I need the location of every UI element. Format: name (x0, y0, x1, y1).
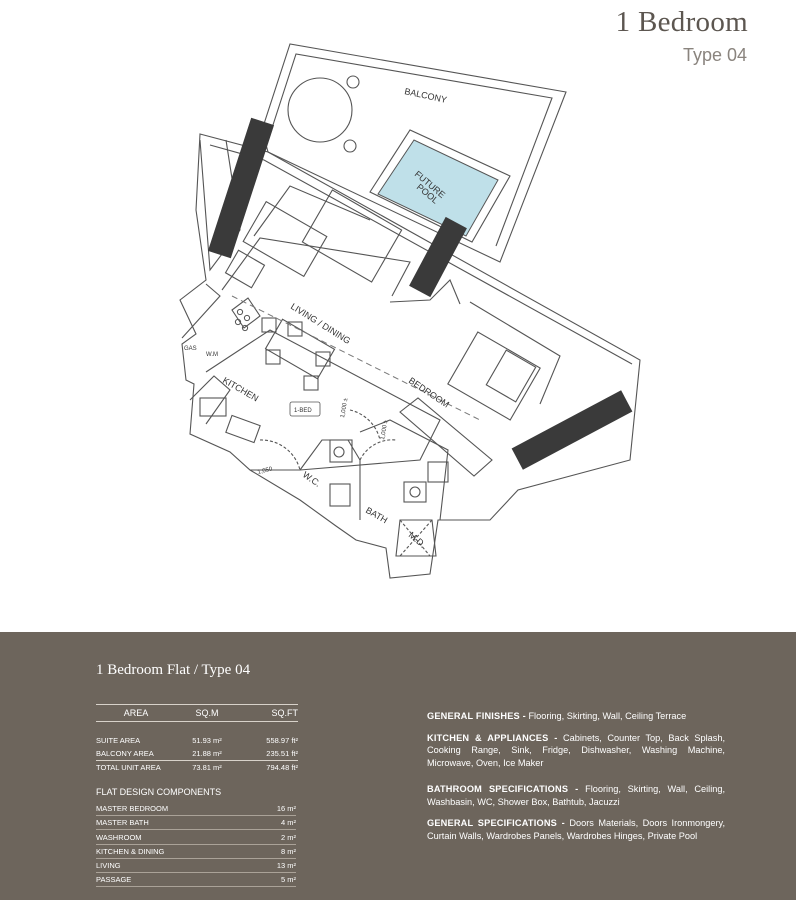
component-name: LIVING (96, 861, 121, 871)
component-name: WASHROOM (96, 832, 142, 842)
page-subtitle: Type 04 (682, 45, 747, 65)
pool (377, 139, 499, 237)
area-name: BALCONY AREA (96, 749, 154, 758)
column (409, 216, 467, 298)
label-dim-2: 1,000 ± (340, 397, 350, 418)
area-name: SUITE AREA (96, 736, 141, 745)
area-sqft: 558.97 ft² (266, 736, 298, 745)
area-sqm: 51.93 m² (192, 736, 222, 745)
component-area: 16 m² (276, 804, 296, 813)
area-sqm: 73.81 m² (192, 763, 222, 772)
table-row: MASTER BEDROOM 16 m² (96, 802, 296, 816)
label-wc: W.C. (301, 469, 323, 488)
label-bath: BATH (364, 505, 389, 525)
area-header-sqm: SQ.M (195, 708, 219, 718)
component-name: MASTER BEDROOM (96, 804, 169, 813)
label-one-bed: 1-BED (294, 408, 312, 414)
spec-text: Flooring, Skirting, Wall, Ceiling Terrac… (525, 711, 687, 721)
area-sqft: 235.51 ft² (266, 749, 298, 758)
spec-text: Doors Materials, Doors Ironmongery, Curt… (427, 818, 725, 841)
spec-general-specifications: GENERAL SPECIFICATIONS - Doors Materials… (427, 817, 725, 842)
component-name: MASTER BATH (96, 818, 149, 828)
table-row: BALCONY AREA 21.88 m² 235.51 ft² (96, 747, 298, 760)
spec-bathroom: BATHROOM SPECIFICATIONS - Flooring, Skir… (427, 783, 725, 808)
label-gas: GAS (184, 346, 197, 352)
table-row: WASHROOM 2 m² (96, 831, 296, 845)
table-row: TOTAL UNIT AREA 73.81 m² 794.48 ft² (96, 760, 298, 774)
label-dim-3: 1,000 ± (380, 419, 390, 440)
column (207, 117, 275, 259)
label-balcony: BALCONY (404, 86, 448, 105)
label-living: LIVING / DINING (289, 301, 352, 346)
spec-text: Cabinets, Counter Top, Back Splash, Cook… (427, 732, 725, 768)
components-title: FLAT DESIGN COMPONENTS (96, 787, 222, 797)
info-panel: 1 Bedroom Flat / Type 04 AREA SQ.M SQ.FT… (0, 632, 796, 900)
component-name: PASSAGE (96, 875, 132, 885)
spec-label: BATHROOM SPECIFICATIONS - (427, 784, 579, 794)
spec-general-finishes: GENERAL FINISHES - Flooring, Skirting, W… (427, 710, 725, 723)
component-area: 2 m² (281, 832, 296, 842)
outer-wall (179, 133, 641, 579)
spec-kitchen-appliances: KITCHEN & APPLIANCES - Cabinets, Counter… (427, 732, 725, 770)
component-area: 4 m² (281, 818, 296, 828)
table-row: LIVING 13 m² (96, 859, 296, 874)
area-table: AREA SQ.M SQ.FT SUITE AREA 51.93 m² 558.… (96, 704, 298, 774)
spec-text: Flooring, Skirting, Wall, Ceiling, Washb… (427, 784, 726, 807)
area-name: TOTAL UNIT AREA (96, 763, 161, 772)
label-dim-1: 1,050 (257, 466, 274, 476)
area-sqft: 794.48 ft² (266, 763, 298, 772)
component-area: 8 m² (281, 846, 296, 856)
table-row: PASSAGE 5 m² (96, 873, 296, 888)
table-row: SUITE AREA 51.93 m² 558.97 ft² (96, 734, 298, 747)
label-md: M.D. (407, 530, 428, 550)
component-area: 5 m² (281, 875, 296, 885)
area-table-header: AREA SQ.M SQ.FT (96, 704, 298, 722)
table-row: KITCHEN & DINING 8 m² (96, 845, 296, 859)
spec-label: GENERAL FINISHES - (427, 711, 526, 721)
table-row: MASTER BATH 4 m² (96, 816, 296, 831)
area-sqm: 21.88 m² (192, 749, 222, 758)
area-header-sqft: SQ.FT (271, 708, 299, 718)
column (511, 390, 633, 470)
label-wm: W.M (206, 352, 218, 358)
page-title: 1 Bedroom (615, 6, 748, 38)
label-bedroom: BEDROOM (407, 375, 451, 409)
spec-label: GENERAL SPECIFICATIONS - (427, 818, 565, 828)
floor-plan: BALCONY FUTURE POOL LIVING / DINING BEDR… (179, 43, 641, 579)
area-header-area: AREA (123, 708, 149, 718)
balcony-outline (261, 43, 567, 263)
specifications: GENERAL FINISHES - Flooring, Skirting, W… (427, 710, 725, 851)
spec-label: KITCHEN & APPLIANCES - (427, 732, 558, 743)
components-table: MASTER BEDROOM 16 m² MASTER BATH 4 m² WA… (96, 802, 296, 888)
component-name: KITCHEN & DINING (96, 846, 165, 856)
component-area: 13 m² (276, 861, 296, 871)
label-kitchen: KITCHEN (221, 375, 260, 403)
panel-title: 1 Bedroom Flat / Type 04 (96, 662, 251, 678)
